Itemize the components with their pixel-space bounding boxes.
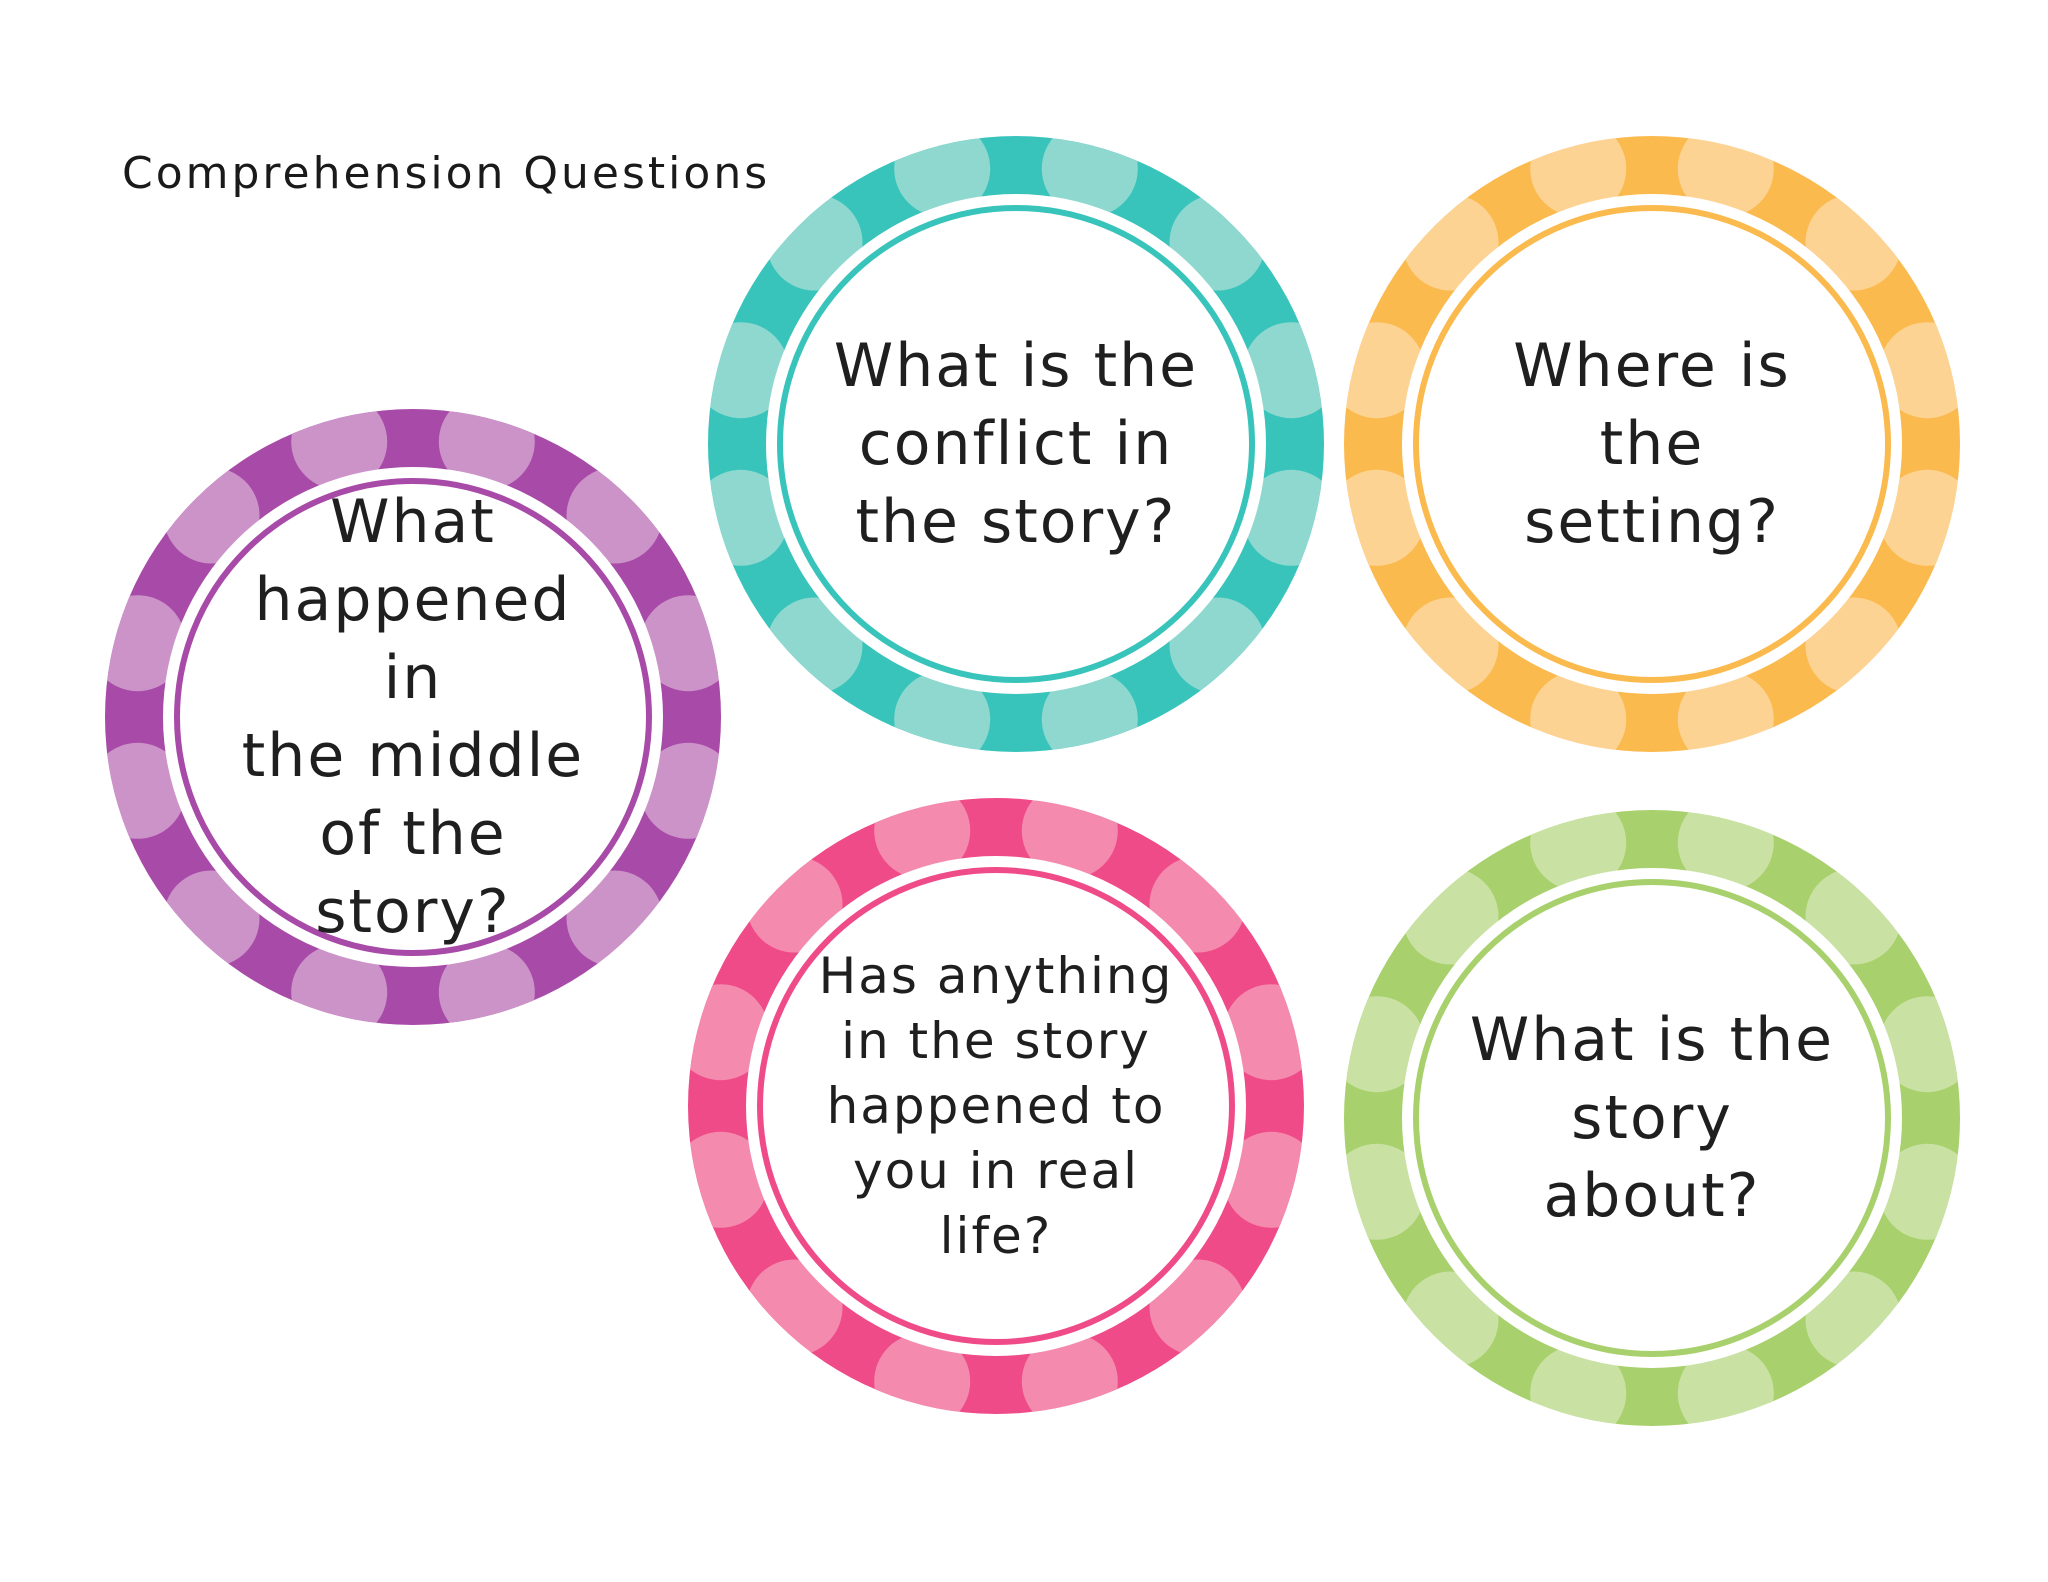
question-badge-setting: Where is the setting? bbox=[1342, 134, 1962, 754]
question-text: What happened in the middle of the story… bbox=[241, 487, 585, 947]
text-area bbox=[1424, 216, 1880, 672]
text-area bbox=[185, 489, 641, 945]
question-text: What is the conflict in the story? bbox=[833, 331, 1199, 557]
question-badge-real-life: Has anything in the story happened to yo… bbox=[686, 796, 1306, 1416]
question-text: What is the story about? bbox=[1469, 1005, 1835, 1231]
question-badge-story-about: What is the story about? bbox=[1342, 808, 1962, 1428]
badge-graphic bbox=[1344, 136, 1960, 752]
badge-graphic bbox=[688, 798, 1304, 1414]
page-title: Comprehension Questions bbox=[122, 148, 771, 199]
question-text: Where is the setting? bbox=[1513, 331, 1791, 557]
inner-accent-ring bbox=[757, 867, 1235, 1345]
inner-accent-ring bbox=[777, 205, 1255, 683]
inner-accent-ring bbox=[174, 478, 652, 956]
badge-graphic bbox=[105, 409, 721, 1025]
text-area bbox=[768, 878, 1224, 1334]
badge-graphic bbox=[708, 136, 1324, 752]
question-badge-conflict: What is the conflict in the story? bbox=[706, 134, 1326, 754]
polka-dots bbox=[708, 136, 1324, 752]
inner-accent-ring bbox=[1413, 205, 1891, 683]
question-badge-middle-of-story: What happened in the middle of the story… bbox=[103, 407, 723, 1027]
text-area bbox=[788, 216, 1244, 672]
badge-graphic bbox=[1344, 810, 1960, 1426]
question-text: Has anything in the story happened to yo… bbox=[818, 946, 1174, 1265]
text-area bbox=[1424, 890, 1880, 1346]
inner-accent-ring bbox=[1413, 879, 1891, 1357]
